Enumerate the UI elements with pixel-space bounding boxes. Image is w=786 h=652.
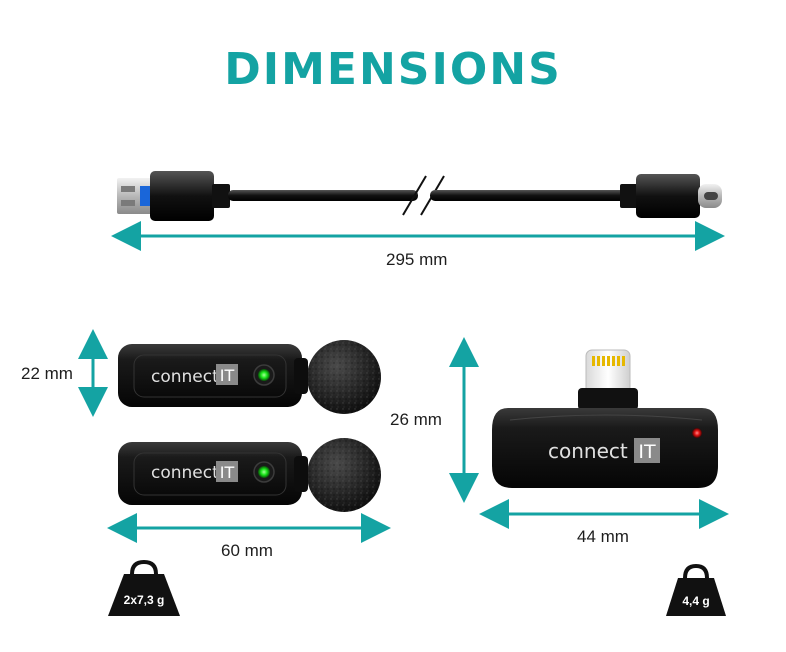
status-led-green [258, 466, 270, 478]
mic-height-label: 22 mm [21, 364, 73, 383]
receiver-height-label: 26 mm [390, 410, 442, 429]
brand-word: connect [548, 439, 628, 463]
cable-length-label: 295 mm [386, 250, 448, 269]
brand-mark: IT [220, 463, 235, 482]
microphone-transmitter-2: connect IT [118, 438, 381, 512]
brand-word: connect [151, 367, 219, 387]
brand-word: connect [151, 463, 219, 483]
usb-cable [117, 171, 722, 221]
microphone-transmitter-1: connect IT [118, 340, 381, 414]
receiver-width-label: 44 mm [577, 527, 629, 546]
weight-icon-receiver: 4,4 g [666, 563, 726, 616]
brand-mark: IT [220, 366, 235, 385]
receiver-lightning: connect IT [492, 349, 718, 488]
brand-mark: IT [638, 441, 656, 463]
status-led-green [258, 369, 270, 381]
weight-icon-microphones: 2x7,3 g [108, 559, 180, 616]
mic-length-label: 60 mm [221, 541, 273, 560]
weight-label-receiver: 4,4 g [682, 594, 709, 608]
status-led-red [692, 428, 702, 438]
page-title: DIMENSIONS [224, 44, 562, 95]
weight-label-microphones: 2x7,3 g [124, 593, 165, 607]
